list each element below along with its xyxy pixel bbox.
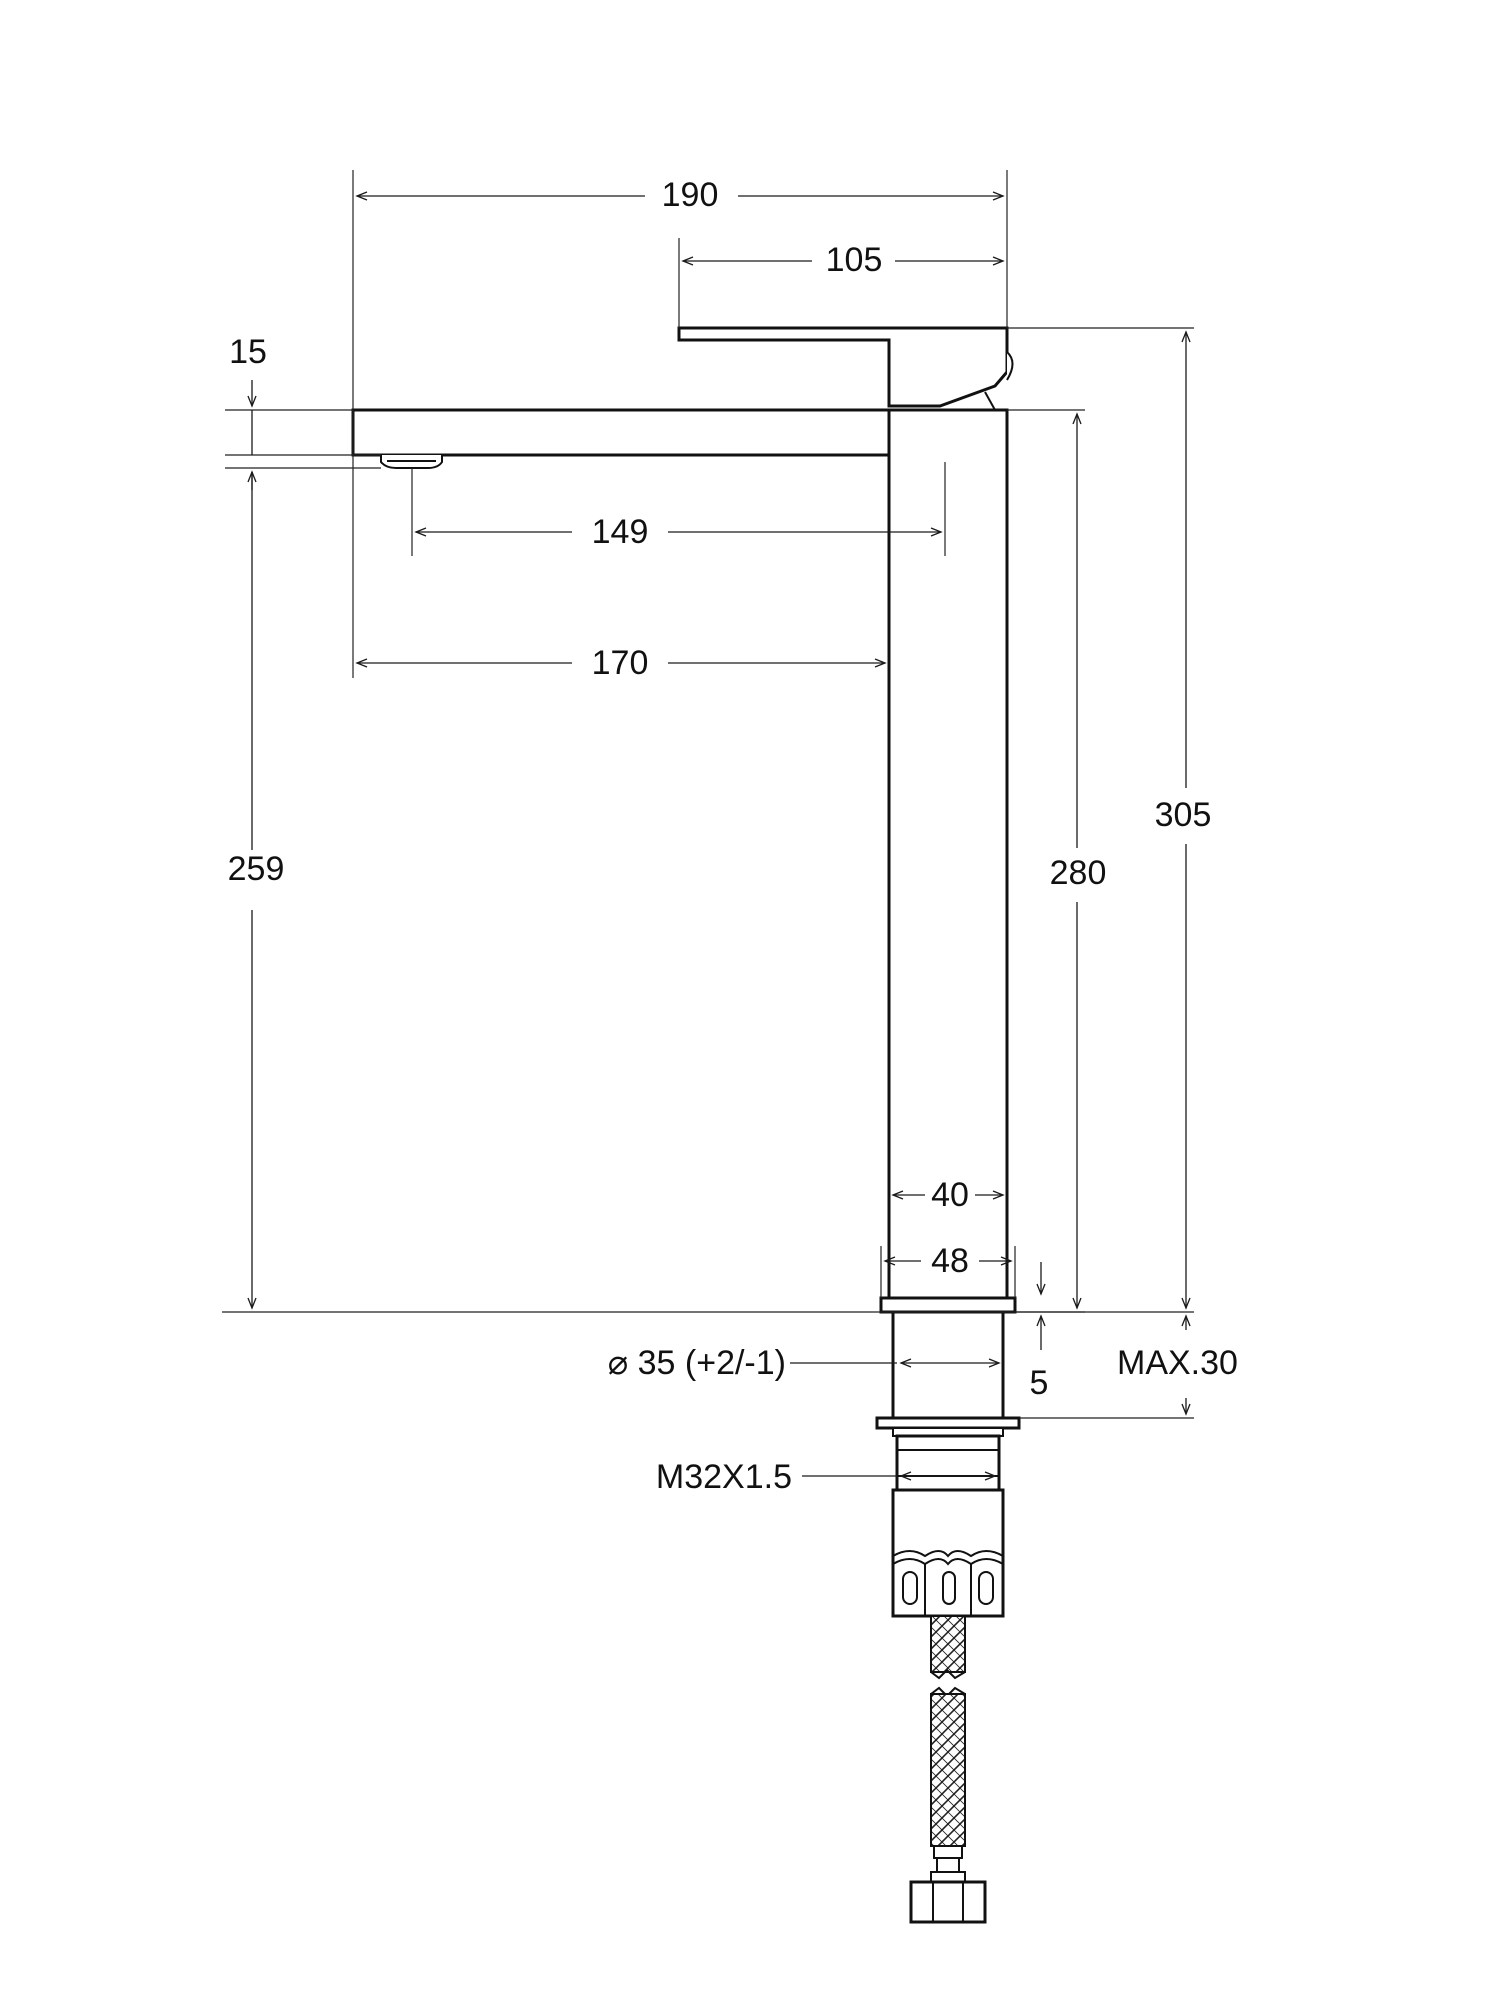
dim-max-counter: MAX.30 — [1117, 1344, 1238, 1382]
braided-hose-lower — [930, 1693, 966, 1847]
faucet-body — [887, 408, 1009, 1300]
dimension-lines — [247, 191, 1191, 1481]
dim-thread: M32X1.5 — [656, 1458, 792, 1496]
dim-body-height: 280 — [1050, 854, 1107, 892]
dim-body-width: 40 — [931, 1176, 969, 1214]
dim-spout-height: 259 — [228, 850, 285, 888]
dim-base-thickness: 5 — [1030, 1364, 1049, 1402]
dim-handle-length: 105 — [826, 241, 883, 279]
dim-aerator-reach: 149 — [592, 513, 649, 551]
faucet-outline — [351, 326, 1021, 1924]
thread-section — [895, 1434, 1001, 1492]
dim-base-width: 48 — [931, 1242, 969, 1280]
dim-overall-length: 190 — [662, 176, 719, 214]
dim-spout-thickness: 15 — [229, 333, 267, 371]
dimension-labels: 190 105 15 149 170 259 280 305 40 48 ⌀ 3… — [228, 176, 1238, 1496]
dim-spout-reach: 170 — [592, 644, 649, 682]
handle-lever — [677, 326, 1009, 408]
dim-overall-height: 305 — [1155, 796, 1212, 834]
braided-hose-upper — [930, 1615, 966, 1673]
hose-hex-nut — [909, 1880, 987, 1924]
faucet-spout — [351, 408, 891, 457]
extension-lines — [222, 170, 1194, 1419]
base-plate — [879, 1296, 1017, 1314]
mounting-washer — [875, 1416, 1021, 1430]
dim-hole-diameter: ⌀ 35 (+2/-1) — [608, 1344, 786, 1382]
